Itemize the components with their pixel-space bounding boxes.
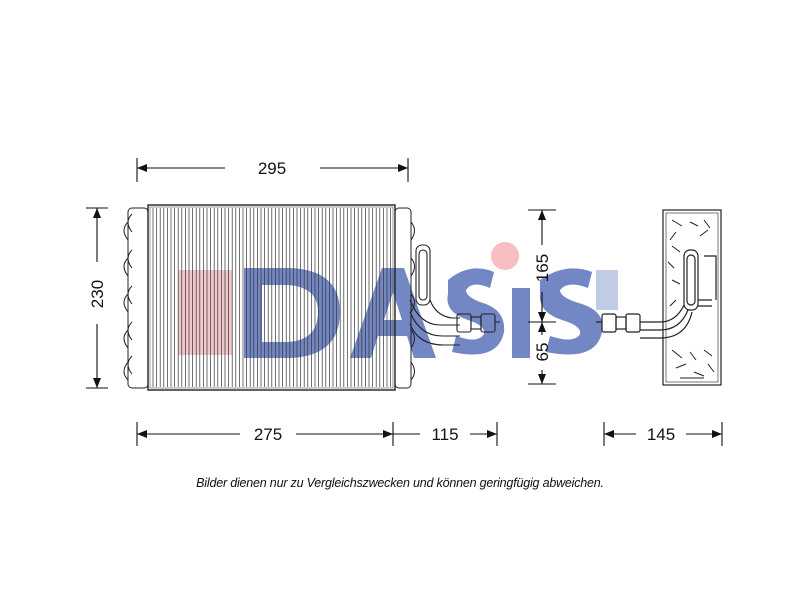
watermark-letter-s1 <box>447 268 505 355</box>
expansion-pipes-front <box>409 244 500 346</box>
watermark-letter-i <box>512 288 530 358</box>
watermark-dot <box>491 242 519 270</box>
watermark-letter-s3 <box>596 270 618 310</box>
evaporator-core <box>123 204 415 391</box>
dim-label-lower-height: 65 <box>533 343 552 362</box>
dim-label-top-width: 295 <box>258 159 286 178</box>
left-header-tubes <box>123 207 149 389</box>
dim-label-upper-height: 165 <box>533 254 552 282</box>
watermark-letter-s2 <box>539 268 603 355</box>
right-header-tubes <box>394 207 415 389</box>
dim-label-core-width: 275 <box>254 425 282 444</box>
watermark-logo <box>178 242 618 358</box>
watermark-letter-d <box>244 268 340 358</box>
evaporator-side-view <box>596 209 722 386</box>
dim-label-height: 230 <box>88 280 107 308</box>
disclaimer-caption: Bilder dienen nur zu Vergleichszwecken u… <box>196 476 604 490</box>
dimension-lines <box>86 158 723 446</box>
dim-label-side-depth: 145 <box>647 425 675 444</box>
watermark-letter-k <box>178 270 232 355</box>
core-fins <box>152 208 391 387</box>
dim-label-pipe-length: 115 <box>431 425 458 444</box>
